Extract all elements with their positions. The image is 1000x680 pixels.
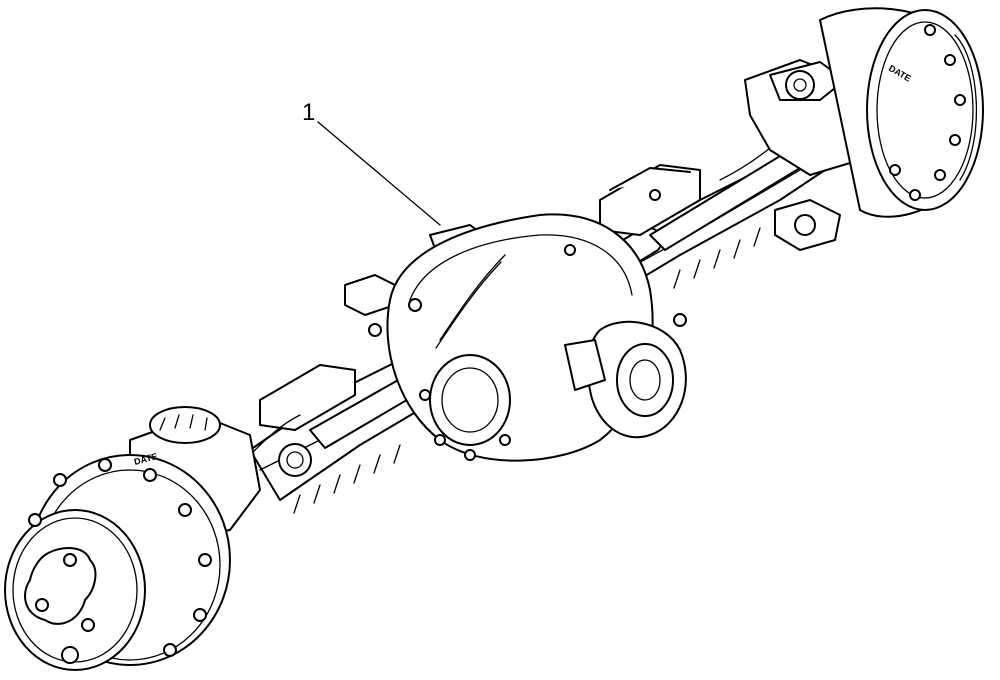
right-wheel-hub: DATE xyxy=(819,7,984,218)
hydraulic-lines xyxy=(249,147,771,456)
differential-housing xyxy=(368,213,654,462)
callout-number: 1 xyxy=(302,99,315,126)
pinion-flange xyxy=(564,313,687,439)
callout: 1 xyxy=(302,99,441,226)
left-wheel-hub xyxy=(4,454,231,671)
callout-leader-line xyxy=(317,121,441,226)
